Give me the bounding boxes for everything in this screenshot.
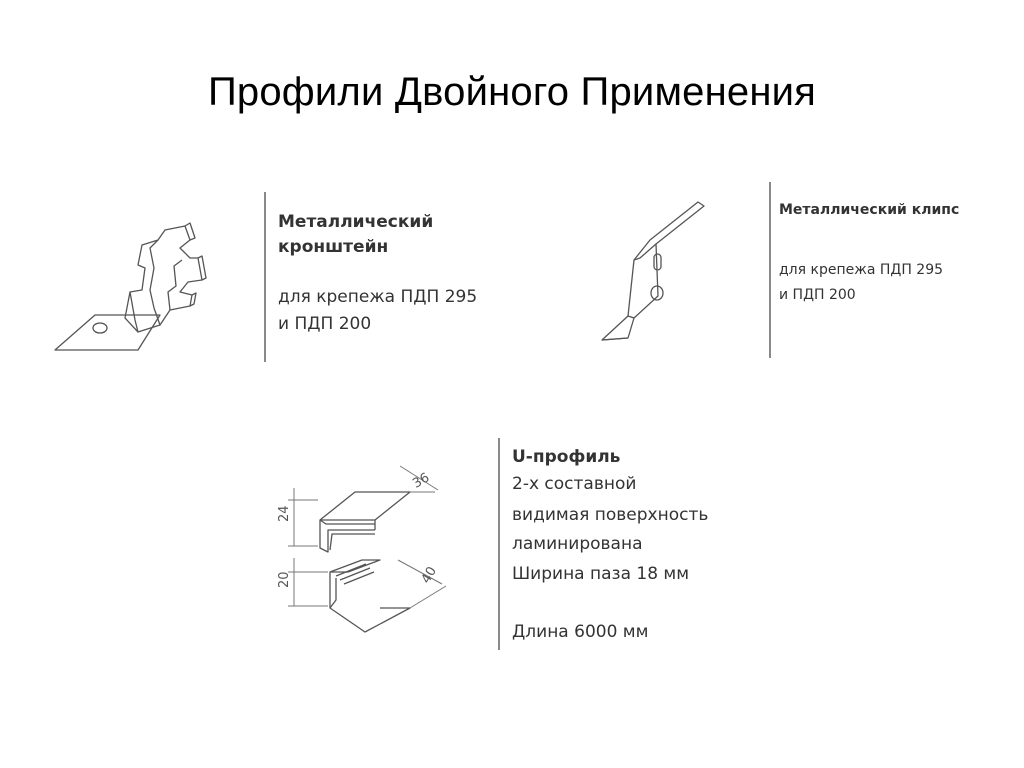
- u-profile-line2: видимая поверхность: [512, 505, 709, 525]
- clip-name: Металлический клипс: [779, 202, 960, 218]
- clip-desc-line2: и ПДП 200: [779, 287, 856, 303]
- dim-top-height: 24: [277, 505, 292, 522]
- slide-title: Профили Двойного Применения: [207, 70, 817, 114]
- u-profile-length: Длина 6000 мм: [512, 622, 649, 642]
- u-profile-name: U-профиль: [512, 447, 621, 467]
- clip-illustration: [601, 201, 705, 341]
- dim-top-width: 36: [410, 470, 432, 491]
- bracket-desc-line1: для крепежа ПДП 295: [278, 287, 478, 307]
- bracket-illustration: [54, 222, 207, 351]
- bracket-name-line1: Металлический: [278, 212, 434, 232]
- clip-divider: [769, 182, 771, 358]
- dim-bottom-height: 20: [277, 571, 292, 588]
- bracket-name-line2: кронштейн: [278, 237, 389, 257]
- u-profile-line3: ламинирована: [512, 534, 643, 554]
- u-profile-illustration: 24 36 20 40: [277, 465, 447, 633]
- u-profile-line4: Ширина паза 18 мм: [512, 564, 690, 584]
- bracket-desc-line2: и ПДП 200: [278, 314, 372, 334]
- dim-bottom-width: 40: [419, 564, 440, 586]
- bracket-divider: [264, 192, 266, 362]
- u-profile-line1: 2-х составной: [512, 474, 637, 494]
- u-profile-divider: [498, 438, 500, 650]
- clip-desc-line1: для крепежа ПДП 295: [779, 262, 944, 278]
